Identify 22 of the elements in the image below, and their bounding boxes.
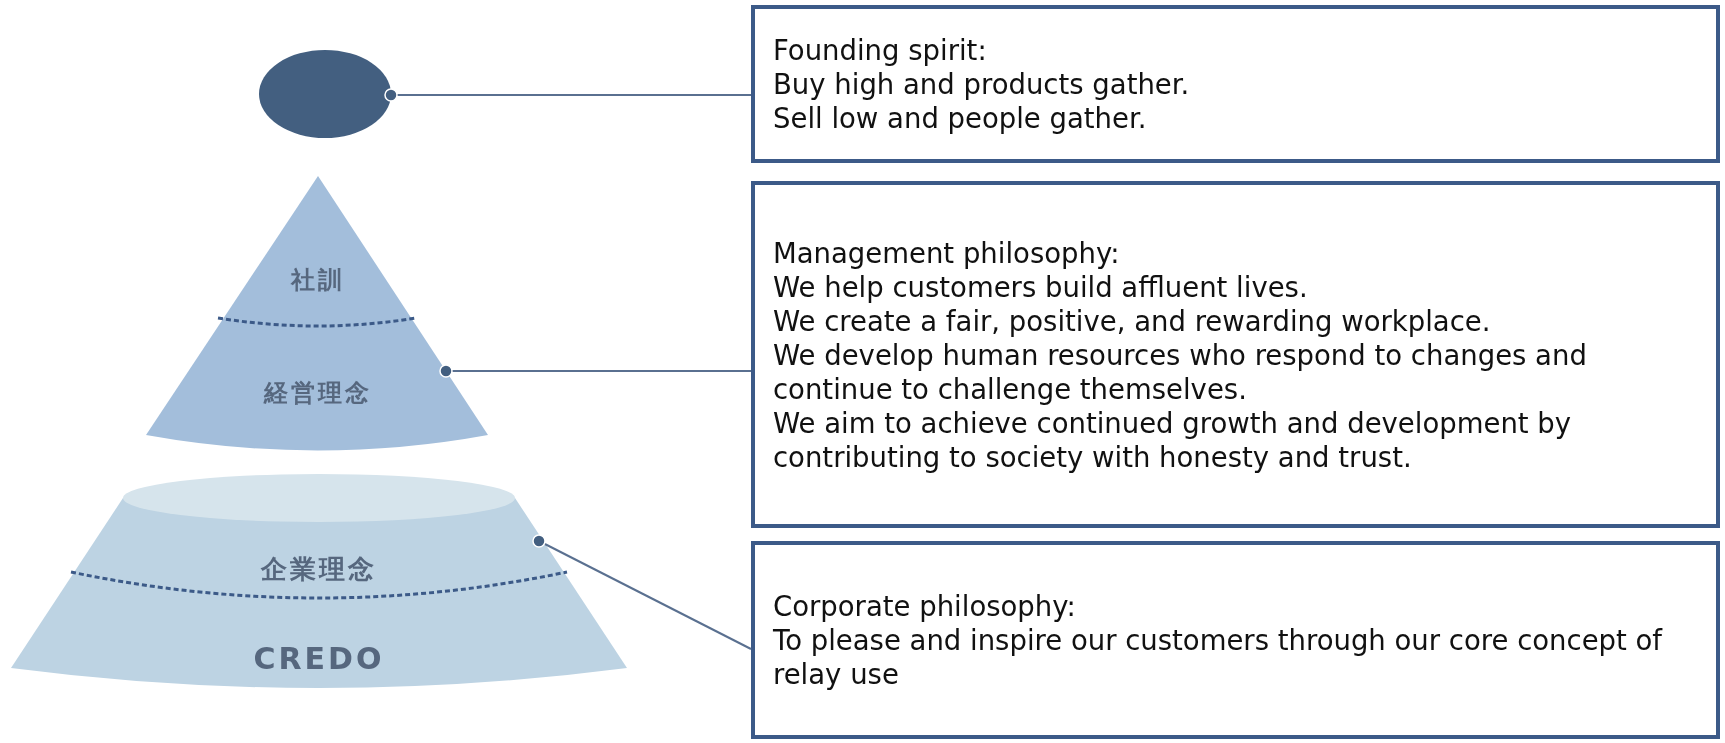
circle-shape: [259, 50, 391, 138]
leader-line: [439, 364, 752, 378]
box-text: To please and inspire our customers through our core concept of relay use: [773, 623, 1664, 691]
tier-label: CREDO: [253, 640, 385, 676]
tier-label: 経営理念: [264, 378, 372, 409]
tier-label: 社訓: [291, 265, 345, 296]
pyramid-tier: [146, 176, 488, 452]
box-text: Sell low and people gather.: [773, 101, 1148, 135]
box-text: We help customers build affluent lives.: [773, 269, 1309, 304]
tier-label: 企業理念: [261, 552, 377, 586]
box-text: We create a fair, positive, and rewarding workplace.: [773, 303, 1492, 338]
leader-line: [532, 534, 752, 650]
box-heading: Corporate philosophy:: [773, 589, 1077, 623]
leader-line: [384, 88, 752, 102]
text-box: [751, 181, 1720, 528]
box-heading: Management philosophy:: [773, 235, 1121, 270]
box-heading: Founding spirit:: [773, 33, 988, 67]
text-box: [751, 541, 1720, 739]
box-text: We develop human resources who respond to changes and continue to challenge themselves.: [773, 337, 1588, 406]
box-text: We aim to achieve continued growth and development by contributing to society with honesty and trust.: [773, 405, 1573, 474]
text-box: [751, 5, 1720, 163]
box-text: Buy high and products gather.: [773, 67, 1191, 101]
